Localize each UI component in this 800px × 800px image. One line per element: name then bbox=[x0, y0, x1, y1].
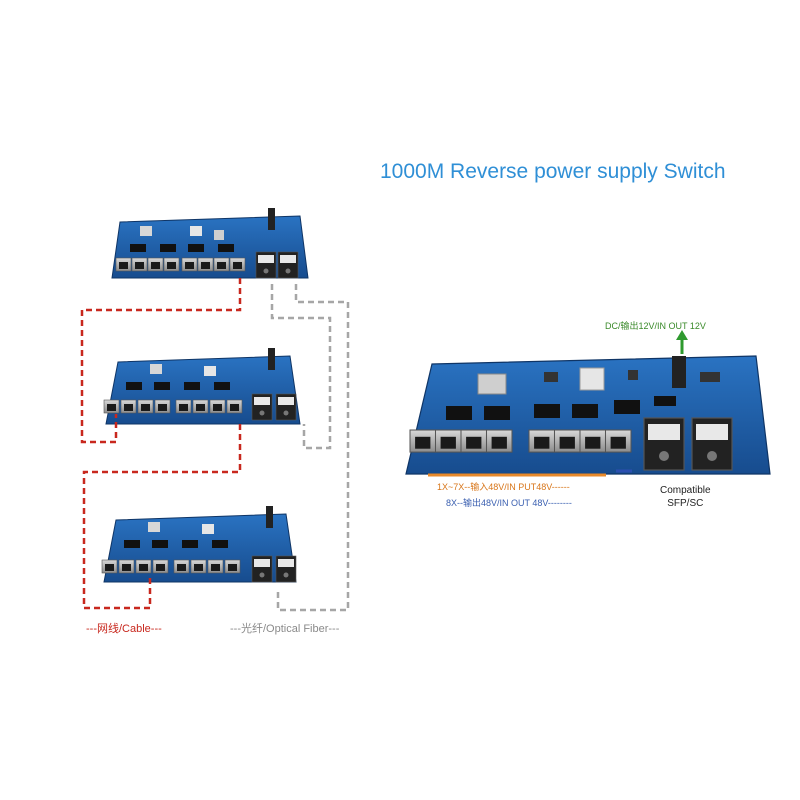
page-title: 1000M Reverse power supply Switch bbox=[380, 160, 726, 183]
input-power-label: 1X~7X--输入48V/IN PUT48V------ bbox=[437, 482, 570, 492]
switch-board-main bbox=[405, 355, 771, 475]
dc-arrow bbox=[676, 330, 688, 354]
output-power-label: 8X--输出48V/IN OUT 48V-------- bbox=[446, 498, 572, 508]
compatible-label: Compatible SFP/SC bbox=[660, 484, 711, 510]
compatible-line-1: Compatible bbox=[660, 485, 711, 496]
switch-board-1 bbox=[111, 208, 309, 279]
fiber-legend: ---光纤/Optical Fiber--- bbox=[230, 623, 340, 635]
cable-legend: ---网线/Cable--- bbox=[86, 623, 162, 635]
fiber-connection bbox=[270, 284, 350, 612]
switch-board-3 bbox=[101, 506, 297, 583]
dc-power-label: DC/输出12V/IN OUT 12V bbox=[605, 321, 706, 331]
compatible-line-2: SFP/SC bbox=[667, 498, 704, 509]
switch-board-2 bbox=[103, 348, 301, 425]
cable-connection bbox=[80, 278, 242, 610]
